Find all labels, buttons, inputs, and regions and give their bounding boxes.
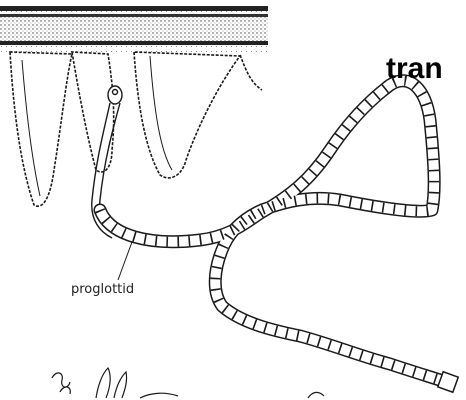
- intestinal-wall: [0, 6, 268, 53]
- slide-heading: tran: [386, 52, 443, 86]
- bottom-sketches: [52, 368, 324, 398]
- proglottid-leader-line: [118, 242, 132, 280]
- intestinal-villi: [10, 52, 262, 206]
- proglottid-label: proglottid: [71, 282, 134, 297]
